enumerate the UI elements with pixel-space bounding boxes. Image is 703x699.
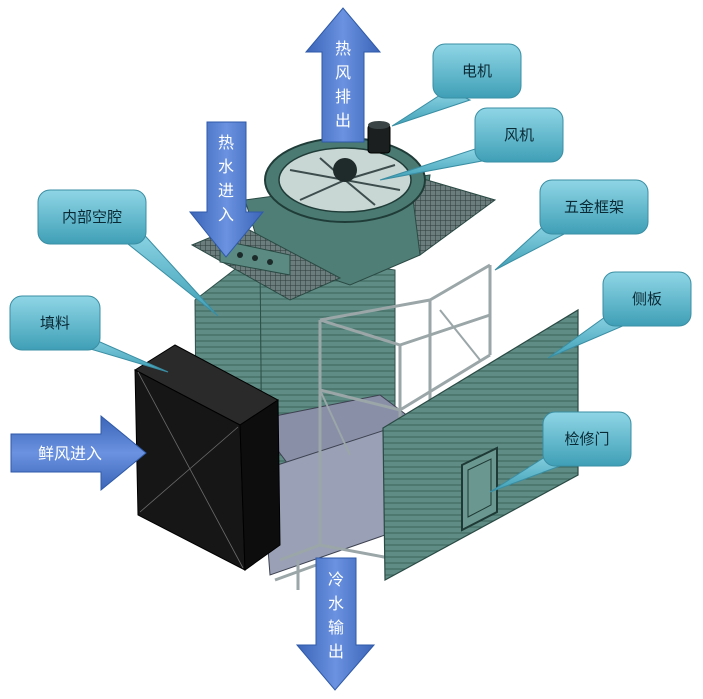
hot-water-in-char-4: 入 (218, 205, 234, 224)
inspection-door-inner (467, 458, 492, 518)
cold-water-out-char-4: 出 (328, 642, 344, 661)
inner-cavity-label: 内部空腔 (62, 208, 122, 226)
cold-water-out-arrow: 冷 水 输 出 (295, 557, 376, 691)
callout-fill: 填料 (9, 295, 169, 373)
hot-air-out-char-3: 排 (335, 87, 351, 106)
fill-media-side (239, 399, 281, 571)
nozzle (267, 259, 273, 265)
fan-hub (333, 158, 357, 182)
nozzle (237, 252, 243, 258)
callout-inspection-door: 检修门 (489, 411, 632, 493)
hot-air-out-arrow: 热 风 排 出 (304, 7, 382, 143)
hot-water-in-arrow: 热 水 进 入 (188, 121, 265, 258)
hot-air-out-char-2: 风 (335, 63, 351, 82)
fill-label: 填料 (40, 314, 70, 332)
fresh-air-in-label: 鲜风进入 (38, 444, 102, 463)
hot-air-out-char-4: 出 (335, 111, 351, 130)
motor-cap (368, 121, 390, 129)
cold-water-out-char-2: 水 (328, 594, 344, 613)
side-panel-label: 侧板 (632, 290, 662, 308)
callout-inner-cavity: 内部空腔 (37, 189, 219, 317)
cold-water-out-char-1: 冷 (328, 570, 344, 589)
top-deck-right (409, 174, 497, 256)
hot-air-out-char-1: 热 (335, 39, 351, 58)
fresh-air-in-arrow: 鲜风进入 (10, 414, 147, 492)
side-panel (382, 308, 579, 582)
callout-side-panel: 侧板 (547, 271, 692, 359)
motor (367, 124, 391, 154)
callout-fan: 风机 (379, 107, 564, 181)
nozzle (252, 255, 258, 261)
tower-body (133, 121, 579, 590)
inspection-door-label: 检修门 (564, 430, 609, 448)
callout-hardware-frame: 五金框架 (494, 179, 649, 271)
fill-media-diagonals (137, 371, 244, 569)
hot-water-in-char-2: 水 (218, 157, 234, 176)
hot-water-in-char-3: 进 (218, 181, 234, 200)
motor-label: 电机 (462, 62, 492, 80)
callout-motor: 电机 (391, 43, 522, 127)
fan-label: 风机 (504, 126, 534, 144)
hardware-frame (274, 263, 492, 590)
cold-water-out-char-3: 输 (328, 618, 344, 637)
hardware-frame-label: 五金框架 (564, 198, 624, 216)
hot-water-in-char-1: 热 (218, 133, 234, 152)
